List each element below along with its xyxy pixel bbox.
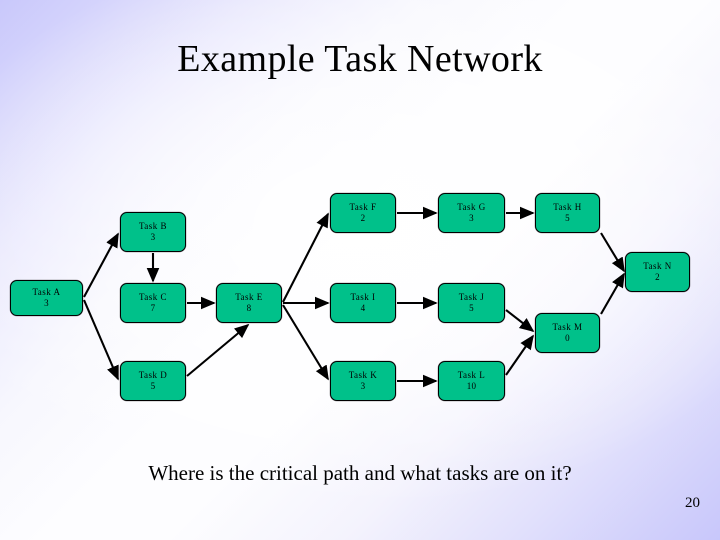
slide-number: 20 — [685, 495, 700, 511]
task-node-label: Task B — [138, 221, 168, 231]
task-node-duration: 10 — [466, 381, 477, 391]
task-node-label: Task C — [138, 292, 168, 302]
edge-l-to-m — [505, 334, 534, 376]
task-node-label: Task E — [235, 292, 263, 302]
task-node-duration: 5 — [565, 213, 570, 223]
task-node-duration: 0 — [565, 333, 570, 343]
edge-e-to-k — [282, 304, 329, 381]
task-node-label: Task I — [350, 292, 376, 302]
task-node-duration: 5 — [150, 381, 156, 391]
task-node-label: Task N — [643, 261, 672, 271]
task-node-duration: 2 — [655, 272, 660, 282]
dependency-arrows — [83, 206, 625, 388]
task-node-duration: 4 — [360, 303, 366, 313]
task-node-duration: 3 — [44, 298, 49, 308]
task-node-label: Task H — [553, 202, 582, 212]
task-node-label: Task F — [349, 202, 377, 212]
task-node-duration: 7 — [150, 303, 156, 313]
task-node-label: Task J — [458, 292, 485, 302]
task-node-label: Task M — [552, 322, 583, 332]
edge-h-to-n — [600, 232, 625, 273]
task-node-duration: 5 — [469, 303, 474, 313]
slide-question-text: Where is the critical path and what task… — [148, 461, 572, 485]
task-node-label: Task G — [457, 202, 486, 212]
task-node-duration: 3 — [469, 213, 474, 223]
page-title: Example Task Network — [177, 38, 543, 80]
edge-j-to-m — [505, 309, 535, 333]
edge-a-to-b — [83, 232, 119, 298]
edge-a-to-d — [83, 299, 119, 381]
task-node-label: Task D — [138, 370, 168, 380]
task-node-duration: 2 — [360, 213, 366, 223]
task-node-label: Task L — [457, 370, 486, 380]
task-node-label: Task A — [32, 287, 61, 297]
edge-d-to-e — [186, 323, 250, 377]
task-node-duration: 8 — [246, 303, 252, 313]
edge-e-to-f — [282, 212, 329, 303]
task-node-duration: 3 — [150, 232, 156, 242]
task-node-label: Task K — [348, 370, 378, 380]
edge-m-to-n — [600, 272, 625, 315]
task-node-duration: 3 — [360, 381, 366, 391]
